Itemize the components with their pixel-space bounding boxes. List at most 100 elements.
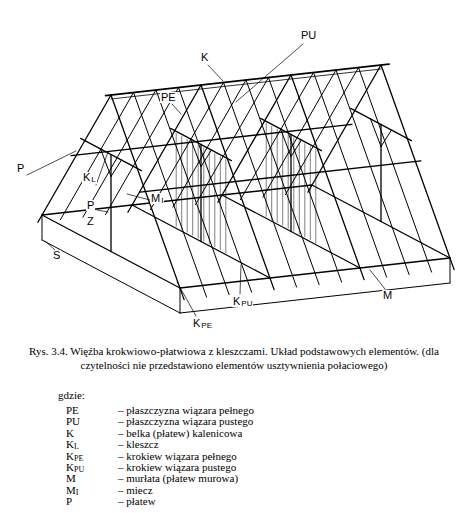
- legend-text: – płaszczyzna wiązara pustego: [118, 416, 253, 427]
- rafter: [291, 75, 364, 280]
- hatch-line: [192, 142, 193, 235]
- legend-text: – kleszcz: [118, 439, 159, 450]
- strut: [101, 149, 112, 177]
- strut: [111, 160, 122, 177]
- legend-text: PU: [66, 416, 80, 427]
- rafter: [240, 73, 313, 200]
- figure-caption: Rys. 3.4. Więźba krokwiowo-płatwiowa z k…: [22, 344, 446, 372]
- strut: [381, 130, 392, 147]
- hatch-line: [310, 147, 311, 240]
- hatch-line: [225, 160, 226, 253]
- hatch-line: [220, 157, 221, 250]
- hatch-line: [293, 138, 294, 231]
- rafter: [128, 85, 201, 212]
- part-label: K: [200, 52, 209, 63]
- part-label: L: [90, 176, 96, 184]
- legend-text: K: [66, 451, 74, 462]
- hatch-line: [288, 135, 289, 228]
- rafter: [134, 93, 207, 298]
- hatch-line: [176, 133, 177, 226]
- rafter: [308, 65, 381, 192]
- rafter: [336, 70, 409, 275]
- legend-text: M: [66, 473, 76, 484]
- wall-line: [180, 283, 450, 313]
- hatch-line: [299, 141, 300, 234]
- rafter: [263, 70, 336, 197]
- legend-text: K: [66, 439, 74, 450]
- rafter: [38, 95, 111, 222]
- hatch-line: [214, 154, 215, 247]
- part-label: I: [160, 197, 164, 205]
- post: [380, 125, 381, 222]
- hatch-line: [282, 132, 283, 225]
- legend-text: L: [74, 443, 79, 451]
- strut: [281, 129, 292, 157]
- rafter: [60, 93, 133, 220]
- rafter: [269, 78, 342, 283]
- part-label: S: [52, 250, 61, 261]
- rafter: [150, 83, 223, 210]
- ridge-beam: [106, 64, 390, 96]
- roof-truss-illustration: [0, 0, 468, 340]
- legend-text: K: [66, 462, 74, 473]
- legend-text: I: [76, 489, 79, 497]
- rafter: [314, 73, 387, 278]
- legend-text: – belka (płatew) kalenicowa: [118, 428, 242, 439]
- legend-text: PE: [66, 405, 79, 416]
- legend-text: – krokiew wiązara pełnego: [118, 451, 237, 462]
- hatch-line: [209, 151, 210, 244]
- leader-line: [45, 241, 55, 250]
- strut: [201, 150, 212, 167]
- leader-line: [127, 194, 150, 200]
- hatch-line: [266, 123, 267, 216]
- leader-line: [370, 270, 385, 289]
- legend-text: – murłata (płatew murowa): [118, 473, 238, 484]
- rafter: [173, 80, 246, 207]
- wall-line: [450, 258, 451, 283]
- legend-text: – krokiew wiązara pustego: [118, 462, 236, 473]
- wall-line: [42, 215, 43, 240]
- legend-text: – płatew: [118, 496, 156, 507]
- rafter: [201, 85, 274, 290]
- legend-text: P: [66, 496, 72, 507]
- rafter: [218, 75, 291, 202]
- part-label: PE: [200, 322, 213, 330]
- rafter: [83, 90, 156, 217]
- part-label: PE: [160, 92, 177, 103]
- rafter: [359, 68, 432, 273]
- part-label: Z: [86, 216, 95, 227]
- legend-text: M: [66, 485, 76, 496]
- legend-text: gdzie:: [58, 390, 85, 401]
- strut: [291, 140, 302, 157]
- strut: [191, 139, 202, 167]
- rafter: [179, 88, 252, 293]
- leader-line: [27, 151, 76, 175]
- part-label: PU: [300, 30, 317, 41]
- hatch-line: [304, 144, 305, 237]
- rafter: [381, 65, 454, 270]
- leader-line: [177, 282, 196, 316]
- rafter: [105, 88, 178, 215]
- hatch-line: [181, 136, 182, 229]
- hatch-line: [203, 148, 204, 241]
- leader-line: [240, 265, 241, 294]
- rafter: [246, 80, 319, 285]
- rafter: [156, 90, 229, 295]
- hatch-line: [271, 126, 272, 219]
- leader-line: [236, 44, 303, 102]
- leader-line: [208, 65, 223, 81]
- hatch-line: [187, 139, 188, 232]
- legend-text: PE: [74, 455, 83, 463]
- legend-text: K: [66, 428, 74, 439]
- part-label: P: [86, 200, 95, 211]
- legend-text: – miecz: [118, 485, 153, 496]
- part-label: PU: [240, 300, 253, 308]
- leader-line: [96, 152, 108, 185]
- leader-line: [97, 210, 108, 212]
- rafter: [195, 78, 268, 205]
- hatch-line: [198, 145, 199, 238]
- wall-line: [180, 288, 181, 313]
- leader-line: [172, 104, 181, 114]
- rafter: [285, 68, 358, 195]
- part-label: P: [16, 163, 25, 174]
